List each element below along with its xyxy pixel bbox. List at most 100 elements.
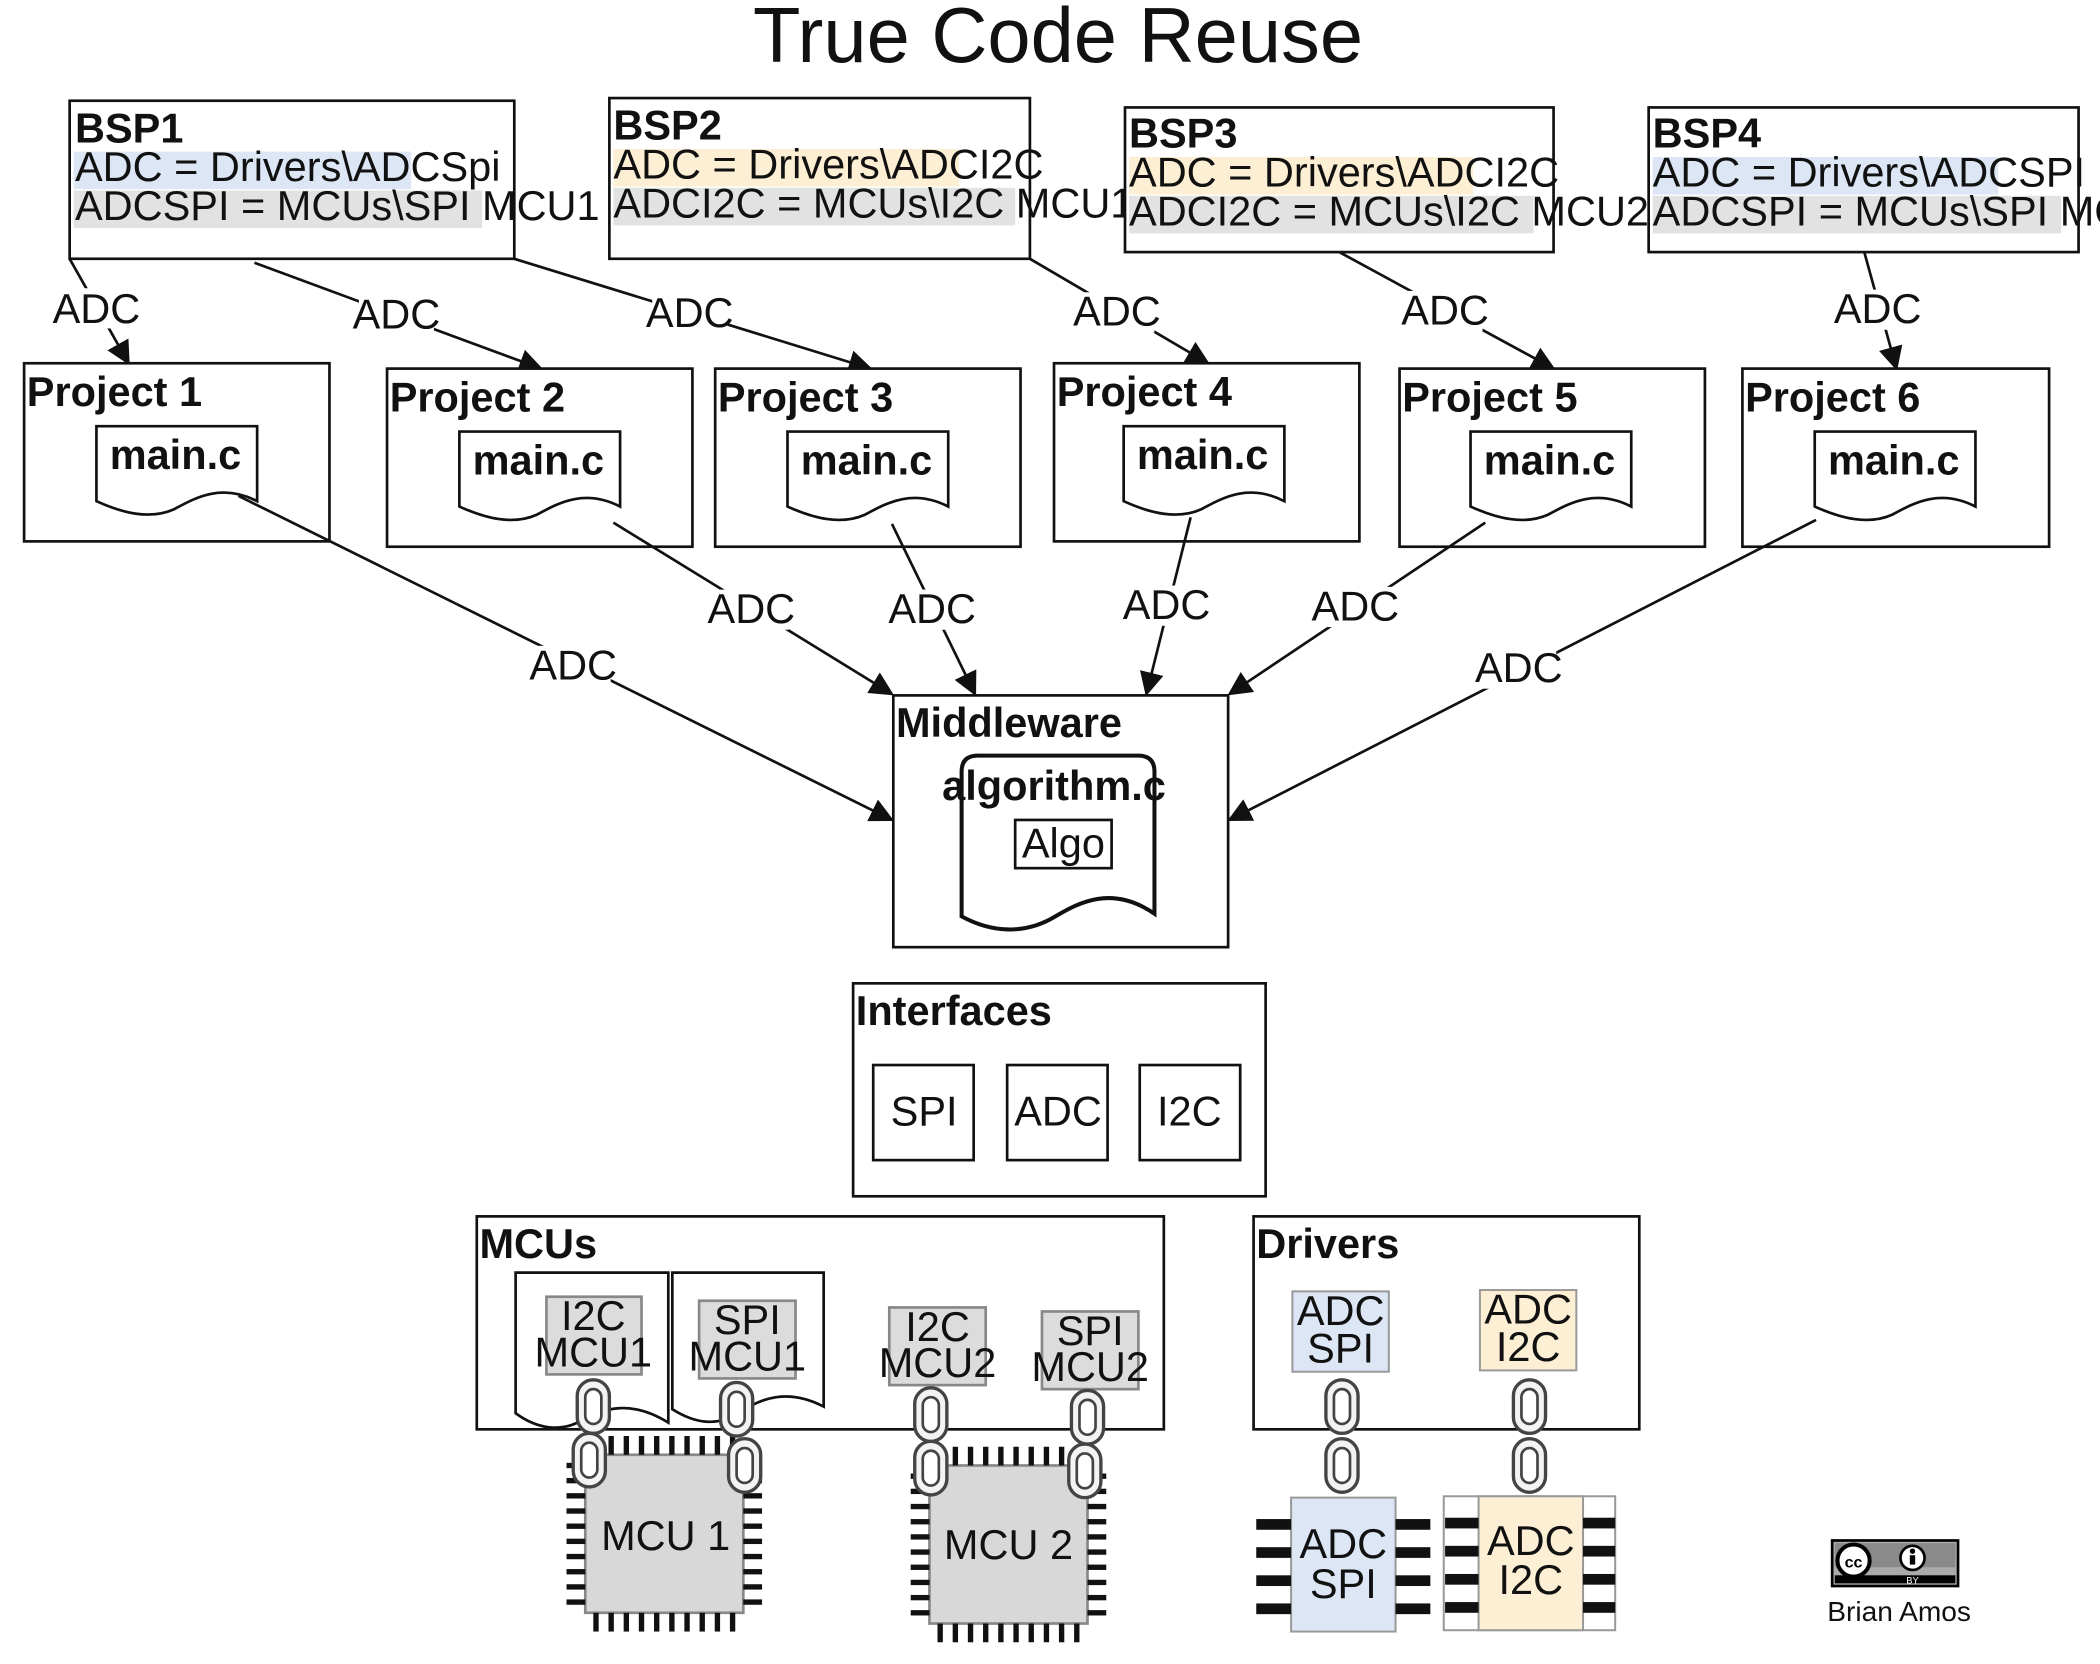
bsp-title: BSP3 <box>1129 110 1237 157</box>
module-label: I2C <box>1496 1323 1561 1370</box>
drivers-title: Drivers <box>1256 1220 1399 1267</box>
mcu-chip-1-pin <box>623 1436 630 1455</box>
middleware-edge-labels: ADC ADC ADC ADC ADC ADC <box>529 581 1562 691</box>
adc-chip-spi-pin <box>1256 1575 1292 1587</box>
chain-link-hole <box>1520 1446 1539 1485</box>
bsp-title: BSP1 <box>75 104 183 151</box>
project-title: Project 5 <box>1402 373 1577 420</box>
chain-link-hole <box>921 1395 941 1434</box>
project-box-2: Project 2 main.c <box>385 367 694 549</box>
file-icon <box>786 430 950 522</box>
adc-chip-i2c-pin <box>1583 1545 1616 1557</box>
mcu-chip-2-pin <box>1043 1446 1050 1466</box>
module-label: MCU1 <box>689 1332 807 1379</box>
bsp-mapping-line: ADC = Drivers\ADCI2C <box>613 140 1043 187</box>
mcu-chip-1-pin <box>684 1436 690 1455</box>
adc-chip-spi-pin <box>1256 1547 1292 1558</box>
module-label: SPI <box>1057 1307 1124 1354</box>
mcu-chip-2-pin <box>910 1579 930 1586</box>
project-title: Project 4 <box>1057 368 1232 415</box>
mcu-chip-2-pin <box>910 1534 930 1540</box>
bsp-box-3: BSP3 ADC = Drivers\ADCI2C ADCI2C = MCUs\… <box>1123 106 1649 254</box>
adc-chip-i2c-pin <box>1445 1602 1479 1613</box>
module-label: MCU2 <box>1031 1343 1149 1390</box>
mcu-chip-1-pin <box>743 1538 763 1545</box>
mcu-chip-1-pin <box>608 1436 614 1455</box>
mcu-chip-2-pin <box>1058 1446 1065 1466</box>
mcu-chip-2-pin <box>1087 1519 1107 1525</box>
mcu-chip-2-pin <box>1013 1446 1019 1466</box>
adc-chip-i2c-pin <box>1583 1517 1616 1529</box>
mcu-chip-1-pin <box>654 1612 660 1632</box>
file-icon <box>1813 430 1977 522</box>
mcu-chip-1-pin <box>743 1523 763 1529</box>
bsp-mapping-line: ADCI2C = MCUs\I2C MCU2 <box>1129 187 1649 234</box>
mcu-chip-2-pin <box>1087 1564 1107 1570</box>
mcu-chip-2-pin <box>967 1446 974 1466</box>
edge-label: ADC <box>529 641 617 688</box>
edge-label: ADC <box>1123 581 1211 628</box>
mcu-chip-2-pin <box>1043 1623 1050 1643</box>
mcu-chip-1-pin <box>623 1612 630 1632</box>
chip-label: SPI <box>1310 1560 1377 1607</box>
chain-links <box>571 1378 1548 1500</box>
module-label: MCU2 <box>879 1339 997 1386</box>
mcu-chip-2-pin <box>1087 1549 1107 1555</box>
module-label: I2C <box>905 1303 970 1350</box>
mcu-chip-1-pin <box>714 1612 721 1632</box>
license-badge: cc BY Brian Amos <box>1827 1539 1971 1627</box>
mcu-chip-1-pin <box>743 1584 763 1590</box>
project-box-4: Project 4 main.c <box>1052 361 1361 543</box>
mcu-chip-2-pin <box>1087 1534 1107 1540</box>
adc-chip-i2c-pin <box>1445 1517 1479 1529</box>
bsp-mapping-line: ADC = Drivers\ADCI2C <box>1129 148 1559 195</box>
badge-label: BY <box>1906 1575 1919 1585</box>
file-name: main.c <box>801 436 932 483</box>
mcu-chip-2-pin <box>910 1503 930 1510</box>
bsp-mapping-line: ADCSPI = MCUs\SPI MCU1 <box>75 182 600 229</box>
file-name: main.c <box>1828 436 1959 483</box>
mcu-chip-1-pin <box>566 1538 586 1545</box>
mcu-chip-2-pin <box>910 1519 930 1525</box>
mcu-chip-1-pin <box>684 1612 690 1632</box>
adc-chip-spi-pin <box>1395 1603 1431 1615</box>
adc-chip-spi-pin <box>1395 1547 1431 1558</box>
mcu-chip-1-pin <box>566 1584 586 1590</box>
bsp-box-1: BSP1 ADC = Drivers\ADCSpi ADCSPI = MCUs\… <box>68 99 600 261</box>
mcu-chip-1-pin <box>669 1612 675 1632</box>
bsp-box-2: BSP2 ADC = Drivers\ADCI2C ADCI2C = MCUs\… <box>608 96 1133 261</box>
module-label: ADC <box>1484 1286 1572 1333</box>
chain-link-hole <box>1332 1387 1352 1426</box>
chain-link-hole <box>583 1387 603 1426</box>
adc-chip-spi <box>1290 1496 1397 1633</box>
chain-link-hole <box>1078 1398 1097 1437</box>
project-title: Project 6 <box>1745 373 1920 420</box>
mcu-chip-1-pin <box>743 1599 763 1605</box>
edge-label: ADC <box>1475 644 1563 691</box>
bsp-mapping-line: ADCI2C = MCUs\I2C MCU1 <box>613 179 1133 226</box>
mcu-chip-2-pin <box>983 1446 989 1466</box>
edge-label: ADC <box>888 585 976 632</box>
mcu-chip-1-pin <box>566 1523 586 1529</box>
mcu-chip-2-pin <box>998 1623 1004 1643</box>
adc-chip-spi-pin <box>1395 1519 1431 1530</box>
adc-chip-i2c-pin <box>1583 1602 1616 1613</box>
file-name: algorithm.c <box>942 762 1166 809</box>
module-label: SPI <box>714 1296 781 1343</box>
file-name: main.c <box>473 436 604 483</box>
drivers-box: Drivers ADC SPI ADC I2C <box>1252 1215 1641 1431</box>
project-box-5: Project 5 main.c <box>1398 367 1707 549</box>
mcu-chip-2-pin <box>1087 1610 1107 1616</box>
mcu-chip-2-pin <box>1087 1503 1107 1510</box>
module-label: SPI <box>1307 1324 1374 1371</box>
mcu-chip-1-pin <box>699 1436 705 1455</box>
file-name: main.c <box>1137 431 1268 478</box>
file-icon <box>1122 424 1286 516</box>
interface-item: SPI <box>891 1087 958 1134</box>
mcu-chip-2 <box>928 1464 1089 1625</box>
mcu-chip-2-pin <box>1013 1623 1019 1643</box>
mcu-chip-2-pin <box>1028 1446 1034 1466</box>
mcu-chip-1-pin <box>699 1612 705 1632</box>
author-name: Brian Amos <box>1827 1596 1971 1627</box>
